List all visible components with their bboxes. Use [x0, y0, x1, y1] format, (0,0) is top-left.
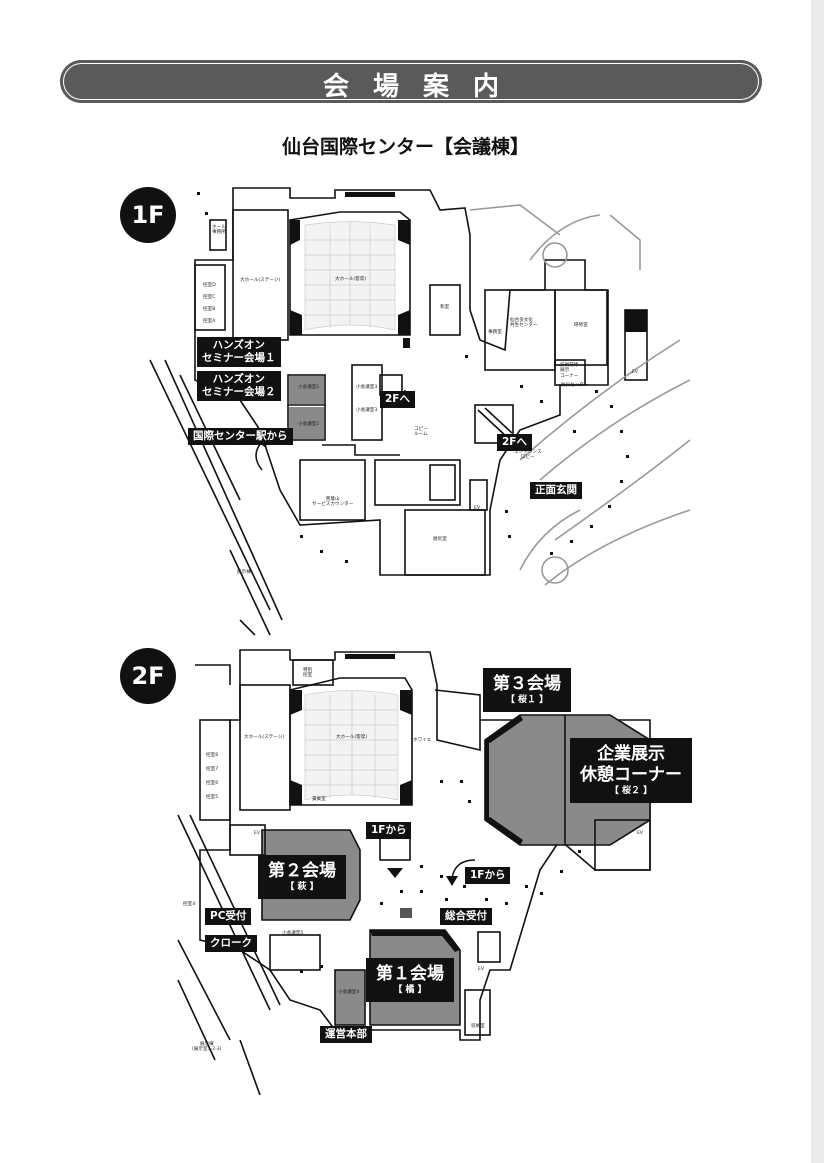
room-kitchen: 厨房室 [433, 537, 447, 542]
room-conf-c: 控室C [203, 295, 216, 300]
room-vip: 貴賓室 [312, 797, 326, 802]
room-entrance-lobby: エントランス ロビー [514, 450, 542, 461]
label-hall-1-sub: 【 橘 】 [393, 985, 427, 995]
label-from-station: 国際センター駅から [188, 428, 293, 445]
header-band: 会場案内 [60, 60, 762, 103]
room-ev3-2f: EV [478, 967, 485, 972]
room-small-meeting-3b: 小会議室3 [356, 385, 378, 390]
room-exhibition: 研修室 [574, 323, 588, 328]
label-main-entrance: 正面玄関 [530, 482, 582, 499]
label-hall-2: 第２会場 【 萩 】 [258, 855, 346, 899]
room-conf-5: 控室5 [206, 795, 219, 800]
room-large-hall-seats-1f: 大ホール(客席) [335, 277, 367, 282]
room-conf-7: 控室7 [206, 767, 219, 772]
label-hall-1: 第１会場 【 橘 】 [366, 958, 454, 1002]
room-small-meeting-2: 小会議室2 [298, 422, 320, 427]
label-hall-2-title: 第２会場 [268, 861, 336, 881]
label-hansuon-2: ハンズオン セミナー会場２ [197, 371, 281, 401]
room-waiting: 和室 [440, 305, 450, 310]
header-outline [63, 63, 759, 100]
room-ev-1f: EV [474, 506, 481, 511]
room-small-meeting-5: 小会議室5 [282, 931, 304, 936]
label-hall-3-title: 第３会場 [493, 674, 561, 694]
room-hall-office: ホール 事務所 [212, 225, 226, 236]
room-office: 事務室 [488, 330, 502, 335]
room-large-hall-seats-2f: 大ホール(客席) [336, 735, 368, 740]
label-expo-title: 企業展示 休憩コーナー [580, 744, 682, 785]
room-conf-6: 控室6 [206, 781, 219, 786]
floor-badge-1f: 1F [120, 187, 176, 243]
room-vip-room: 特別 控室 [303, 668, 313, 679]
label-hall-2-sub: 【 萩 】 [285, 882, 319, 892]
room-storage: 収納室 [471, 1024, 485, 1029]
floor-plan-1f [149, 187, 691, 636]
room-ev-2f: EV [254, 831, 261, 836]
floor-badge-2f: 2F [120, 648, 176, 704]
label-to-2f-b: 2Fへ [497, 434, 532, 451]
room-exhibition-bldg-2f: 展示棟 (展示室1-2-3) [192, 1042, 222, 1053]
room-conf-a: 控室A [203, 319, 216, 324]
floor-plan-2f [177, 649, 651, 1096]
room-disaster-center: 防災センター [561, 383, 589, 388]
room-exhibition-bldg-1f: 展示棟 [237, 570, 251, 575]
room-aobayama: 青葉山 サービスカウンター [312, 497, 354, 508]
room-large-hall-stage-1f: 大ホール(ステージ) [240, 278, 281, 283]
label-hq: 運営本部 [320, 1026, 372, 1043]
room-ev2-1f: EV [632, 370, 639, 375]
room-small-meeting-4: 小会議室4 [338, 990, 360, 995]
label-to-2f-a: 2Fへ [380, 391, 415, 408]
venue-title: 仙台国際センター【会議棟】 [281, 136, 529, 158]
label-from-1f-b: 1Fから [465, 867, 511, 884]
label-pc-reception: PC受付 [205, 908, 252, 925]
room-conf-d: 控室D [203, 283, 216, 288]
room-conf-4: 控室4 [183, 902, 196, 907]
room-conf-b: 控室B [203, 307, 216, 312]
label-hall-3-sub: 【 桜１ 】 [505, 695, 549, 705]
room-small-meeting-1: 小会議室1 [298, 385, 320, 390]
label-general-reception: 総合受付 [440, 908, 492, 925]
label-from-1f-a: 1Fから [366, 822, 412, 839]
room-small-meeting-3: 小会議室3 [356, 408, 378, 413]
room-large-hall-stage-2f: 大ホール(ステージ) [244, 735, 285, 740]
label-cloak: クローク [205, 935, 257, 952]
room-copy: コピー ルーム [414, 427, 428, 438]
label-hall-1-title: 第１会場 [376, 964, 444, 984]
page-title: 会場案内 [322, 72, 523, 102]
room-conf-8: 控室8 [206, 753, 219, 758]
room-foyer: ホワイエ [413, 738, 432, 743]
room-multicultural: 仙台多文化 共生センター [510, 318, 538, 329]
room-info-corner: 技術研修 展示 コーナー [560, 363, 579, 379]
label-expo-sub: 【 桜２ 】 [609, 786, 653, 796]
label-expo: 企業展示 休憩コーナー 【 桜２ 】 [570, 738, 692, 803]
room-ev2-2f: EV [637, 831, 644, 836]
label-hansuon-1: ハンズオン セミナー会場１ [197, 337, 281, 367]
label-hall-3: 第３会場 【 桜１ 】 [483, 668, 571, 712]
page-edge [811, 0, 824, 1163]
